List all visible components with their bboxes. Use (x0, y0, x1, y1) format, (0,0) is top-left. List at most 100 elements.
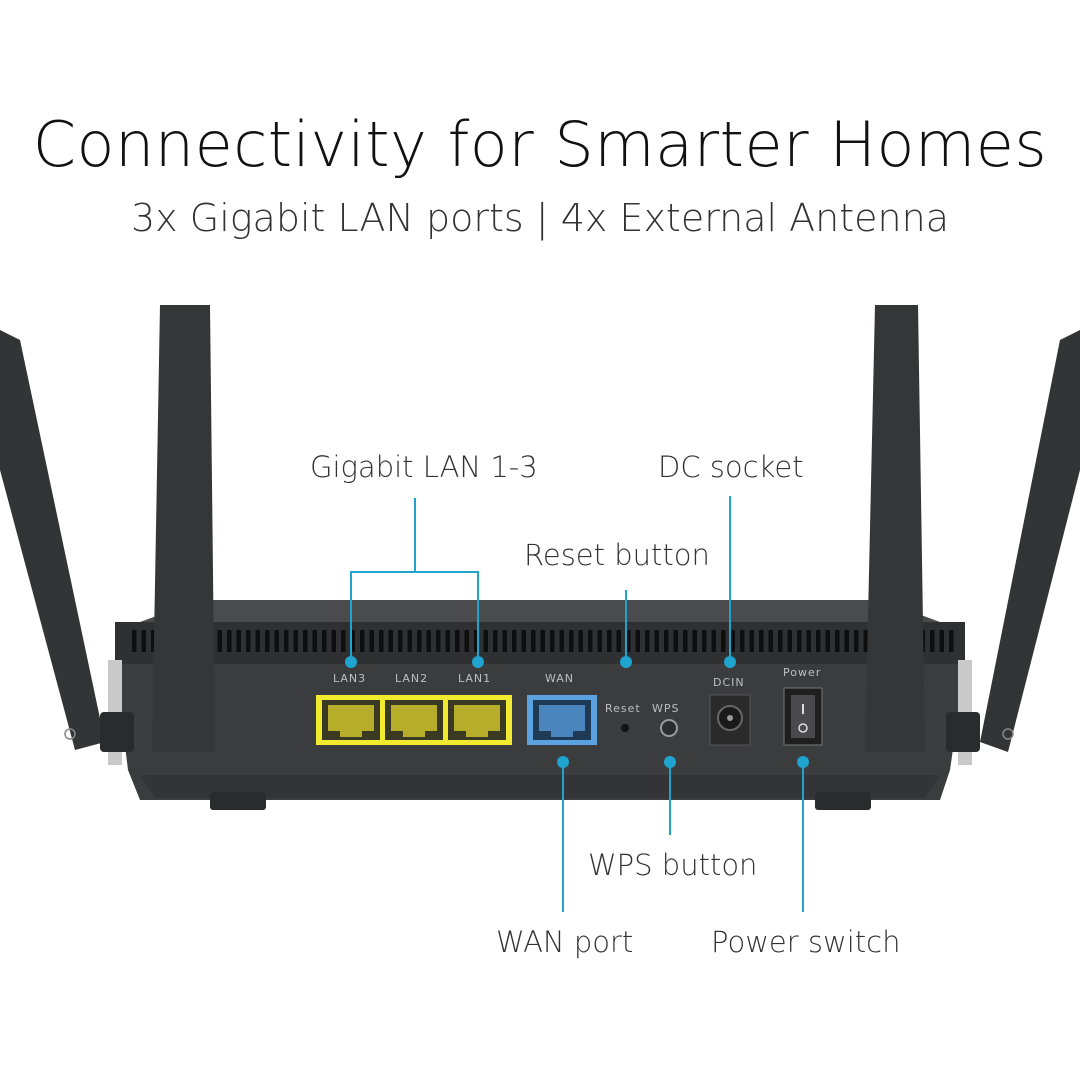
vent-slot (483, 630, 488, 652)
vent-slot (227, 630, 232, 652)
vent-slot (284, 630, 289, 652)
label-power: Power (783, 666, 821, 679)
vent-slot (388, 630, 393, 652)
vent-slot (645, 630, 650, 652)
dc-socket[interactable] (709, 694, 751, 746)
antennas (0, 305, 1080, 752)
vent-slot (502, 630, 507, 652)
vent-slot (331, 630, 336, 652)
vent-slot (464, 630, 469, 652)
vent-slot (711, 630, 716, 652)
vent-slot (673, 630, 678, 652)
label-dcin: DCIN (713, 676, 745, 689)
vent-slot (531, 630, 536, 652)
lan3-port[interactable] (322, 700, 380, 740)
vent-slot (759, 630, 764, 652)
vent-slot (436, 630, 441, 652)
reset-pinhole[interactable] (621, 724, 629, 732)
subheadline: 3x Gigabit LAN ports | 4x External Anten… (131, 196, 949, 240)
power-switch[interactable] (783, 687, 823, 746)
vent-slot (702, 630, 707, 652)
callout-lan: Gigabit LAN 1-3 (310, 450, 538, 484)
callout-reset: Reset button (524, 538, 710, 572)
lan-ports (316, 695, 512, 745)
callout-lines (350, 496, 804, 912)
vent-slot (217, 630, 222, 652)
vent-slot (626, 630, 631, 652)
antenna-far-left (0, 330, 105, 750)
vent-slot (778, 630, 783, 652)
vent-slot (360, 630, 365, 652)
vent-slot (151, 630, 156, 652)
vent-slot (588, 630, 593, 652)
vent-slot (607, 630, 612, 652)
vent-slot (303, 630, 308, 652)
vent-slot (350, 630, 355, 652)
vent-slot (141, 630, 146, 652)
vent-slot (455, 630, 460, 652)
vent-slot (597, 630, 602, 652)
vent-slot (939, 630, 944, 652)
vent-slot (312, 630, 317, 652)
vent-slot (825, 630, 830, 652)
vent-slot (322, 630, 327, 652)
label-lan3: LAN3 (333, 672, 366, 685)
vent-slot (493, 630, 498, 652)
vent-slot (578, 630, 583, 652)
callout-dc: DC socket (658, 450, 804, 484)
vent-slot (683, 630, 688, 652)
vent-slot (512, 630, 517, 652)
vent-slot (559, 630, 564, 652)
vent-slot (797, 630, 802, 652)
vent-slot (379, 630, 384, 652)
vent-slot (749, 630, 754, 652)
vent-slot (740, 630, 745, 652)
vent-slot (844, 630, 849, 652)
callout-dots (345, 656, 809, 768)
antenna-left (152, 305, 215, 752)
vent-slot (768, 630, 773, 652)
vent-slot (930, 630, 935, 652)
label-reset: Reset (605, 702, 641, 715)
label-lan1: LAN1 (458, 672, 491, 685)
vent-slot (550, 630, 555, 652)
antenna-right (865, 305, 925, 752)
vent-slot (341, 630, 346, 652)
callout-power: Power switch (711, 925, 901, 959)
vent-slot (616, 630, 621, 652)
lan2-port[interactable] (385, 700, 443, 740)
vent-slot (293, 630, 298, 652)
label-wan: WAN (545, 672, 574, 685)
vent-slot (835, 630, 840, 652)
vent-slot (569, 630, 574, 652)
vent-slot (369, 630, 374, 652)
lan1-port[interactable] (448, 700, 506, 740)
vent-slot (949, 630, 954, 652)
vent-slot (806, 630, 811, 652)
vent-slot (274, 630, 279, 652)
vent-slot (246, 630, 251, 652)
wan-port[interactable] (527, 695, 597, 745)
vent-slot (721, 630, 726, 652)
headline: Connectivity for Smarter Homes (32, 108, 1048, 181)
wps-button[interactable] (660, 719, 678, 737)
vent-slot (445, 630, 450, 652)
vent-slot (730, 630, 735, 652)
vent-slot (236, 630, 241, 652)
vent-slot (664, 630, 669, 652)
vent-slot (863, 630, 868, 652)
vent-slot (816, 630, 821, 652)
vent-slot (407, 630, 412, 652)
vent-slot (132, 630, 137, 652)
vent-slot (635, 630, 640, 652)
vent-slot (255, 630, 260, 652)
vent-slot (398, 630, 403, 652)
antenna-far-right (980, 330, 1080, 752)
vent-slot (692, 630, 697, 652)
label-wps: WPS (652, 702, 680, 715)
callout-wan: WAN port (496, 925, 634, 959)
label-lan2: LAN2 (395, 672, 428, 685)
callout-wps: WPS button (588, 848, 758, 882)
vent-slot (417, 630, 422, 652)
